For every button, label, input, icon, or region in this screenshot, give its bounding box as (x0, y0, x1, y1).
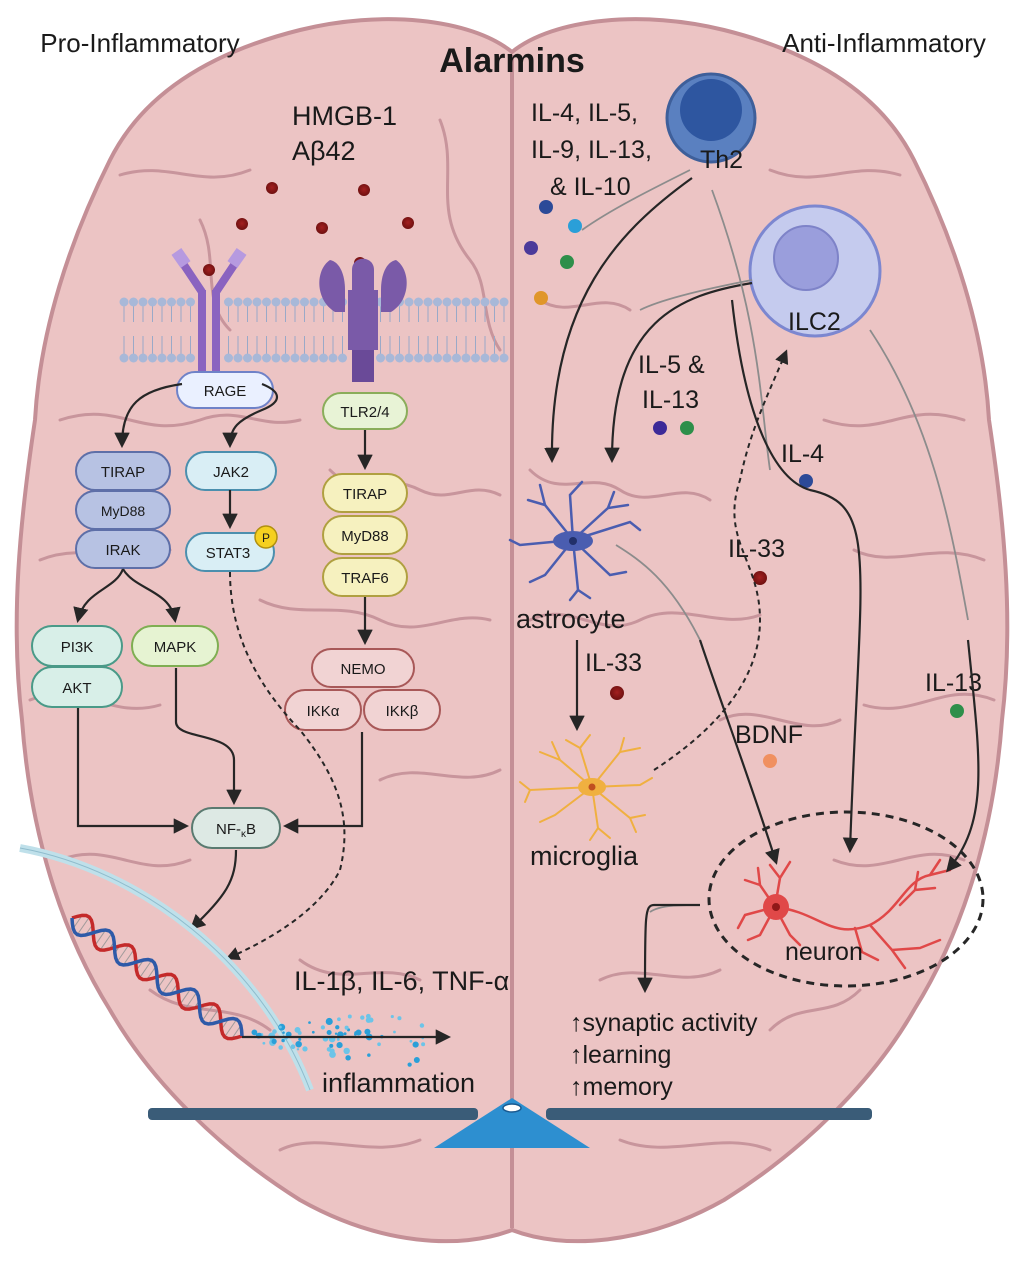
neuron-region (707, 810, 985, 988)
irak-label: IRAK (105, 542, 140, 559)
ilc2-label: ILC2 (788, 308, 841, 336)
il13-right-molecule (950, 704, 964, 718)
neuron-icon (736, 858, 952, 970)
microglia-icon (519, 734, 653, 841)
balance-scale-icon (148, 1098, 872, 1148)
phosphate-label: P (262, 531, 270, 545)
th2-cytokines-line2: IL-9, IL-13, (531, 136, 652, 164)
mapk-label: MAPK (154, 639, 197, 656)
bdnf-molecule (763, 754, 777, 768)
nfkb-box (191, 807, 281, 849)
abeta42-label: Aβ42 (292, 136, 356, 166)
right-signal-arrows (544, 169, 980, 994)
cytokine-particles (251, 1013, 426, 1067)
inflammation-label: inflammation (322, 1068, 475, 1098)
il33-lower-molecule (610, 686, 624, 700)
astrocyte-label: astrocyte (516, 604, 626, 634)
bdnf-label: BDNF (735, 721, 803, 749)
il13-molecule (680, 421, 694, 435)
akt-box (31, 666, 123, 708)
ilc2-cytokines-line1: IL-5 & (638, 351, 705, 379)
traf6-label: TRAF6 (341, 570, 389, 587)
nfkb-label: NF-κB (216, 821, 256, 840)
rage-receptor-icon (171, 248, 247, 380)
alarmins-title: Alarmins (439, 42, 585, 80)
il5-molecule (653, 421, 667, 435)
th2-cytokines-line3: & IL-10 (550, 173, 631, 201)
ilc2-cytokines-line2: IL-13 (642, 386, 699, 414)
ikk-alpha-box (284, 689, 362, 731)
phosphate-icon (254, 525, 278, 549)
tlr-adaptor-stack (322, 473, 408, 597)
pi3k-label: PI3K (61, 639, 94, 656)
tirap-left-label: TIRAP (101, 464, 145, 481)
outcome-synaptic: ↑synaptic activity (570, 1009, 758, 1037)
ikk-beta-label: IKKβ (386, 703, 419, 720)
ikk-beta-box (363, 689, 441, 731)
il33-lower-label: IL-33 (585, 649, 642, 677)
th2-label: Th2 (700, 146, 743, 174)
nemo-box (311, 648, 415, 688)
anti-inflammatory-heading: Anti-Inflammatory (782, 28, 986, 58)
rage-adaptor-stack (75, 451, 171, 569)
tlr-label: TLR2/4 (340, 404, 389, 421)
jak2-label: JAK2 (213, 464, 249, 481)
myd88-right-label: MyD88 (341, 528, 389, 545)
microglia-label: microglia (530, 841, 639, 871)
dna-helix-icon (70, 913, 244, 1041)
tlr-receptor-icon (319, 258, 407, 382)
mapk-box (131, 625, 219, 667)
ikk-alpha-label: IKKα (307, 703, 340, 720)
stat3-box (185, 532, 275, 572)
pro-inflammatory-heading: Pro-Inflammatory (40, 28, 239, 58)
th2-cell-icon (665, 72, 757, 164)
rage-label: RAGE (204, 383, 247, 400)
left-signal-arrows (73, 382, 373, 961)
neuron-label: neuron (785, 938, 863, 966)
pro-cytokines-label: IL-1β, IL-6, TNF-α (294, 966, 509, 996)
astrocyte-icon (508, 480, 642, 602)
th2-cytokines-line1: IL-4, IL-5, (531, 99, 638, 127)
tirap-right-label: TIRAP (343, 486, 387, 503)
ilc2-cell-icon (748, 204, 882, 338)
th2-cytokine-molecules (524, 200, 582, 305)
myd88-left-label: MyD88 (101, 503, 146, 519)
hmgb1-label: HMGB-1 (292, 101, 397, 131)
il4-molecule (799, 474, 813, 488)
stat3-label: STAT3 (206, 545, 250, 562)
tlr-box (322, 392, 408, 430)
outcome-memory: ↑memory (570, 1073, 673, 1101)
il33-upper-molecule (753, 571, 767, 585)
cell-membrane (119, 297, 509, 363)
il4-label: IL-4 (781, 440, 824, 468)
akt-label: AKT (62, 680, 91, 697)
nemo-label: NEMO (341, 661, 386, 678)
outcome-learning: ↑learning (570, 1041, 671, 1069)
il33-upper-label: IL-33 (728, 535, 785, 563)
